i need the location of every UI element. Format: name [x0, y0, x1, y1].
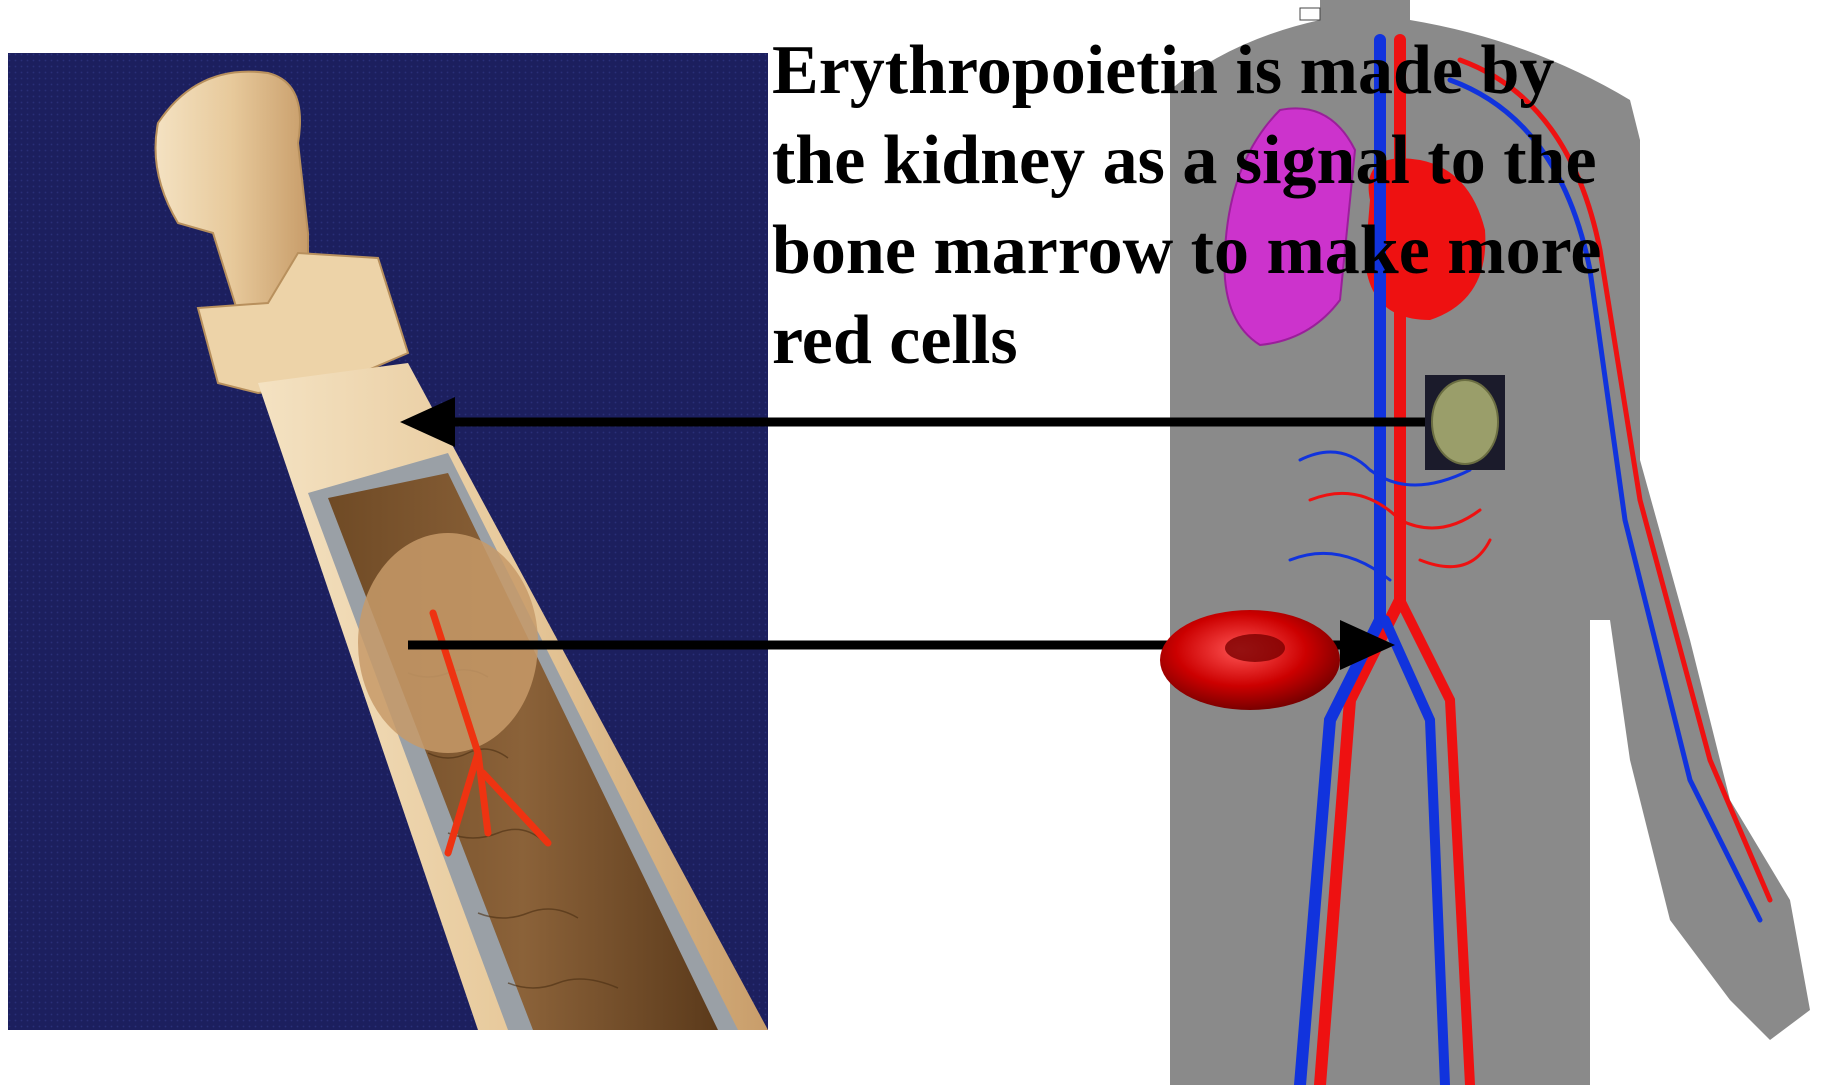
marrow-to-blood-arrow-head	[1340, 620, 1395, 670]
caption-line-1: Erythropoietin is made by	[772, 26, 1692, 116]
kidney-to-marrow-arrow-head	[400, 397, 455, 447]
caption-line-2: the kidney as a signal to the	[772, 116, 1692, 206]
caption-line-4: red cells	[772, 296, 1692, 386]
red-blood-cell	[1160, 610, 1340, 710]
caption: Erythropoietin is made by the kidney as …	[772, 26, 1692, 386]
caption-line-3: bone marrow to make more	[772, 206, 1692, 296]
